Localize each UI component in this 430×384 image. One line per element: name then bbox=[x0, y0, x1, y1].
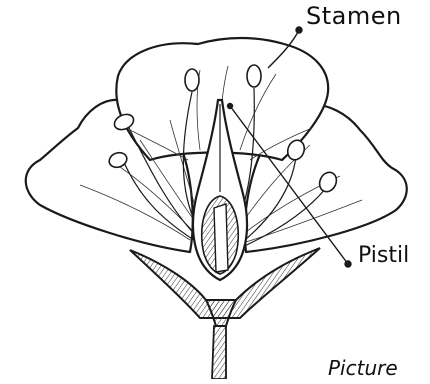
pistil-label: Pistil bbox=[358, 243, 409, 268]
stamen-label: Stamen bbox=[306, 2, 402, 30]
stem bbox=[212, 326, 226, 379]
pistil-tip-dot bbox=[228, 104, 233, 109]
stamen-leader-dot bbox=[296, 27, 302, 33]
anther-1 bbox=[185, 69, 199, 91]
anther-2 bbox=[247, 65, 261, 87]
pistil-leader-dot bbox=[345, 261, 351, 267]
ovule-section bbox=[214, 204, 228, 272]
picture-caption: Picture bbox=[328, 356, 398, 380]
